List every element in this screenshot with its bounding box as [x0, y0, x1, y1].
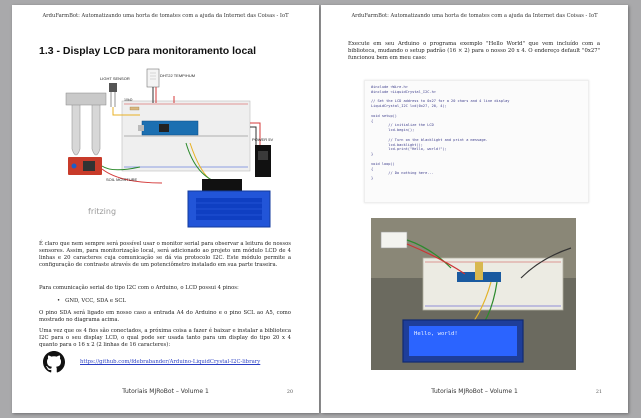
circuit-diagram: LIGHT SENSOR DHT22 TEMP/HUM 10kΩ POWER 5… — [65, 68, 273, 228]
label-light-sensor: LIGHT SENSOR — [100, 76, 130, 81]
code-line: void loop() — [371, 161, 395, 166]
paragraph-3: O pino SDA será ligado em nosso caso a e… — [39, 310, 291, 323]
breadboard — [422, 257, 564, 311]
code-line: // initialize the LCD — [371, 123, 434, 128]
paragraph-4: Uma vez que os 4 fios são conectados, a … — [39, 328, 291, 348]
power-module — [255, 145, 271, 177]
github-icon — [43, 351, 65, 373]
code-line: // Do nothing here... — [371, 171, 434, 176]
right-page: ArduFarmBot: Automatizando uma horta de … — [321, 5, 628, 413]
hardware-photo: Hello, world! — [371, 218, 576, 370]
breadboard — [121, 100, 251, 172]
page-number: 21 — [595, 390, 602, 395]
paragraph-2: Para comunicação serial do tipo I2C com … — [39, 285, 239, 291]
label-resistor: 10kΩ — [124, 98, 133, 102]
left-page: ArduFarmBot: Automatizando uma horta de … — [12, 5, 319, 413]
page-number: 20 — [286, 390, 293, 395]
code-line: lcd.begin(); — [371, 128, 415, 133]
library-link[interactable]: https://github.com/fdebrabander/Arduino-… — [80, 359, 261, 365]
soil-moisture-probe — [65, 92, 107, 156]
lcd-module — [402, 319, 524, 363]
code-line: #include <LiquidCrystal_I2C.h> — [371, 89, 436, 94]
wires — [101, 87, 261, 184]
running-header: ArduFarmBot: Automatizando uma horta de … — [351, 13, 598, 19]
code-line: lcd.print("Hello, world!"); — [371, 147, 447, 152]
code-block: #include <Wire.h>#include <LiquidCrystal… — [364, 80, 589, 203]
code-line: { — [371, 118, 374, 123]
label-power: POWER 5V — [252, 137, 273, 142]
pin-list: GND, VCC, SDA e SCL — [57, 298, 126, 304]
code-line: lcd.backlight(); — [371, 142, 423, 147]
code-lines: #include <Wire.h>#include <LiquidCrystal… — [371, 85, 509, 181]
section-title: 1.3 - Display LCD para monitoramento loc… — [39, 45, 257, 57]
lcd-text: Hello, world! — [414, 331, 458, 337]
code-line: } — [371, 176, 374, 181]
code-line: LiquidCrystal_I2C lcd(0x27, 20, 4); — [371, 104, 447, 109]
code-line: } — [371, 152, 374, 157]
soil-sensor-module — [68, 157, 102, 175]
pin-list-item: GND, VCC, SDA e SCL — [57, 298, 126, 304]
label-dht22: DHT22 TEMP/HUM — [160, 73, 195, 78]
dht22-sensor — [146, 68, 160, 88]
paragraph-1: Execute em seu Arduino o programa exempl… — [348, 41, 600, 61]
paragraph-1: É claro que nem sempre será possível usa… — [39, 241, 291, 268]
footer-title: Tutoriais MJRoBot – Volume 1 — [122, 388, 209, 395]
running-header: ArduFarmBot: Automatizando uma horta de … — [42, 13, 289, 19]
code-line: { — [371, 166, 374, 171]
label-soil-moisture: SOIL MOISTURE — [106, 177, 138, 182]
light-sensor — [109, 83, 117, 107]
code-line: // Turn on the blacklight and print a me… — [371, 137, 488, 142]
footer-title: Tutoriais MJRoBot – Volume 1 — [431, 388, 518, 395]
code-line: #include <Wire.h> — [371, 85, 408, 89]
lcd-display — [187, 179, 271, 228]
code-line: // Set the LCD address to 0x27 for a 20 … — [371, 99, 510, 104]
resistor — [129, 106, 140, 111]
code-line: void setup() — [371, 113, 397, 118]
arduino-nano — [138, 120, 199, 136]
fritzing-logo: fritzing — [88, 207, 116, 216]
